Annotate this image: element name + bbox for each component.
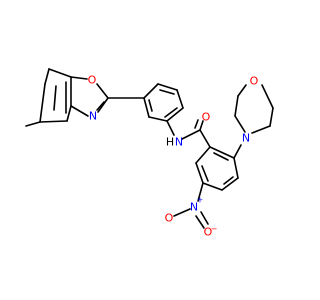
- bond: [143, 97, 150, 118]
- bond: [173, 208, 191, 217]
- nitro-oxygen-left-label: O: [165, 212, 174, 225]
- bond-double: [195, 215, 205, 229]
- bond: [143, 83, 159, 99]
- morpholine-oxygen-label: O: [250, 75, 259, 88]
- bond: [148, 116, 168, 122]
- bond: [176, 89, 184, 109]
- nitro-negative-charge: −: [211, 225, 218, 234]
- bond-double: [53, 85, 57, 111]
- bond-double: [164, 107, 178, 118]
- bond: [269, 107, 274, 127]
- carbonyl-oxygen-label: O: [202, 111, 211, 124]
- bond: [39, 120, 68, 123]
- oxazole-nitrogen-label: N: [89, 110, 97, 123]
- bond-double: [199, 120, 204, 131]
- bond: [166, 107, 184, 122]
- bond: [96, 83, 109, 99]
- bond-methyl-1: [44, 68, 50, 85]
- bond: [233, 144, 242, 159]
- bond: [66, 105, 72, 122]
- molecule-drawing: O N N H O N O N + O O −: [25, 68, 274, 239]
- bond: [70, 76, 88, 80]
- bond-double: [148, 99, 153, 112]
- bond: [233, 157, 239, 179]
- bond: [199, 129, 211, 148]
- bond: [221, 177, 239, 191]
- nitro-positive-charge: +: [197, 196, 204, 205]
- bond: [157, 83, 178, 91]
- bond: [209, 146, 235, 159]
- nitro-oxygen-bottom-label: O: [204, 226, 213, 239]
- bond: [181, 129, 201, 140]
- nitro-nitrogen-label: N: [190, 201, 198, 214]
- bond: [234, 95, 239, 117]
- morpholine-nitrogen-label: N: [242, 132, 250, 145]
- bond: [166, 120, 175, 136]
- atom-labels: O N N H O N O N + O O −: [88, 74, 259, 239]
- bond-double: [200, 211, 209, 225]
- bond: [261, 84, 274, 109]
- bond: [197, 182, 204, 202]
- bonds: [25, 68, 274, 229]
- amide-nitrogen-label: N: [175, 136, 183, 149]
- bond-double: [223, 176, 234, 185]
- bond-double: [194, 119, 199, 129]
- bond: [195, 146, 211, 164]
- bond: [195, 162, 204, 184]
- bond: [234, 115, 246, 133]
- bond-double: [96, 101, 105, 111]
- bond: [202, 182, 223, 191]
- amide-hydrogen-label: H: [166, 136, 174, 149]
- bond-double: [201, 165, 209, 182]
- bond: [251, 125, 271, 134]
- bond-methyl-2: [25, 121, 41, 127]
- bond: [237, 84, 247, 97]
- bond-double: [159, 89, 175, 95]
- bond: [70, 105, 89, 117]
- bond: [39, 83, 46, 123]
- bond: [48, 68, 72, 78]
- structure-diagram: O N N H O N O N + O O −: [25, 68, 274, 239]
- bond-double: [213, 152, 229, 161]
- bond: [97, 97, 109, 113]
- oxazole-oxygen-label: O: [88, 74, 97, 87]
